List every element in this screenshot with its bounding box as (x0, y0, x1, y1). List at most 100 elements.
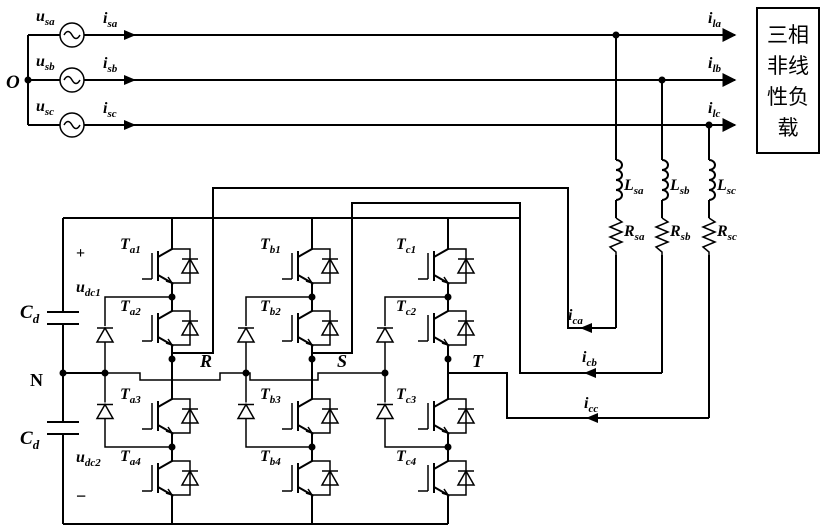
path (142, 465, 152, 491)
sine-glyph (64, 122, 80, 129)
load-current-label: ilb (708, 55, 722, 75)
nonlinear-load: 三相非线性负载 (757, 8, 819, 153)
switch-c4: Tc4 (396, 447, 474, 509)
sine-glyph (64, 77, 80, 84)
switch-label: Ta3 (120, 386, 141, 406)
path (418, 253, 428, 279)
compensation-current-label: icb (582, 349, 597, 369)
load-text-line: 非线 (767, 54, 809, 78)
path (142, 315, 152, 341)
phase-node-label: R (199, 351, 212, 371)
switch-label: Ta2 (120, 298, 141, 318)
path (282, 403, 292, 429)
switch-label: Tc1 (396, 236, 416, 256)
path (172, 461, 190, 495)
path (377, 328, 393, 342)
path (434, 235, 448, 257)
clamp-diode-lower-b (238, 395, 254, 428)
capacitor-label: Cd (20, 428, 40, 452)
path (434, 425, 448, 447)
leg-a: Ta1Ta2Ta3Ta4 (97, 218, 198, 524)
path (448, 461, 466, 495)
dc-voltage-label: udc2 (76, 449, 101, 469)
path (105, 428, 172, 447)
load-text-line: 性负 (767, 85, 809, 109)
inductor-label: Lsa (623, 177, 644, 197)
switch-label: Tc2 (396, 298, 417, 318)
path (158, 235, 172, 257)
switch-label: Tb2 (260, 298, 281, 318)
path (434, 275, 448, 297)
path (298, 297, 312, 319)
path (312, 249, 330, 283)
sine-glyph (64, 32, 80, 39)
resistor (610, 218, 622, 255)
path (238, 328, 254, 342)
clamp-diode-lower-c (377, 395, 393, 428)
load-box-text: 三相非线性负载 (767, 23, 809, 140)
source-current-label: isa (103, 10, 118, 30)
path (385, 428, 448, 447)
path (448, 399, 466, 433)
feedback-c (448, 373, 709, 418)
path (434, 447, 448, 469)
path (448, 249, 466, 283)
switch-a3: Ta3 (120, 385, 198, 447)
switch-label: Tb1 (260, 236, 281, 256)
source-current-label: isc (103, 100, 117, 120)
minus-label: − (76, 486, 86, 506)
plus-label: + (76, 245, 85, 262)
load-current-label: ila (708, 10, 722, 30)
source-voltage-label: usc (36, 98, 54, 118)
capacitor-label: Cd (20, 302, 40, 326)
path (298, 235, 312, 257)
switch-c2: Tc2 (396, 297, 474, 359)
dc-bus (47, 218, 520, 524)
leg-c: Tc1Tc2Tc3Tc4 (377, 218, 474, 524)
switch-c1: Tc1 (396, 235, 474, 297)
path (418, 403, 428, 429)
switch-label: Tb4 (260, 448, 281, 468)
path (312, 311, 330, 345)
switch-b2: Tb2 (260, 297, 338, 359)
compensation-current-labels: ica icb icc (568, 307, 598, 415)
path (158, 337, 172, 359)
path (434, 487, 448, 509)
node (169, 356, 176, 363)
clamp-diode-upper-c (377, 318, 393, 352)
midpoint-label: N (30, 370, 43, 390)
load-current-labels: ila ilb ilc (708, 10, 722, 120)
path (298, 337, 312, 359)
source-current-label: isb (103, 55, 118, 75)
dc-voltage-label: udc1 (76, 279, 101, 299)
path (312, 461, 330, 495)
switch-label: Tb3 (260, 386, 281, 406)
path (448, 311, 466, 345)
compensation-current-label: ica (568, 307, 583, 327)
path (298, 275, 312, 297)
switch-label: Tc4 (396, 448, 417, 468)
node (445, 356, 452, 363)
load-text-line: 三相 (767, 23, 809, 47)
leg-b: Tb1Tb2Tb3Tb4 (238, 218, 338, 524)
path (158, 487, 172, 509)
inverter-legs: Ta1Ta2Ta3Ta4Tb1Tb2Tb3Tb4Tc1Tc2Tc3Tc4 (97, 218, 474, 524)
path (418, 315, 428, 341)
path (282, 315, 292, 341)
path (97, 405, 113, 419)
switch-b4: Tb4 (260, 447, 338, 509)
resistor-label: Rsc (716, 223, 737, 243)
path (418, 465, 428, 491)
compensation-current-label: icc (584, 395, 598, 415)
switch-b3: Tb3 (260, 385, 338, 447)
phase-node-label: S (337, 351, 347, 371)
inductor-label: Lsb (669, 177, 690, 197)
switch-b1: Tb1 (260, 235, 338, 297)
path (434, 337, 448, 359)
path (282, 253, 292, 279)
path (158, 425, 172, 447)
load-current-label: ilc (708, 100, 721, 120)
switch-a1: Ta1 (120, 235, 198, 297)
